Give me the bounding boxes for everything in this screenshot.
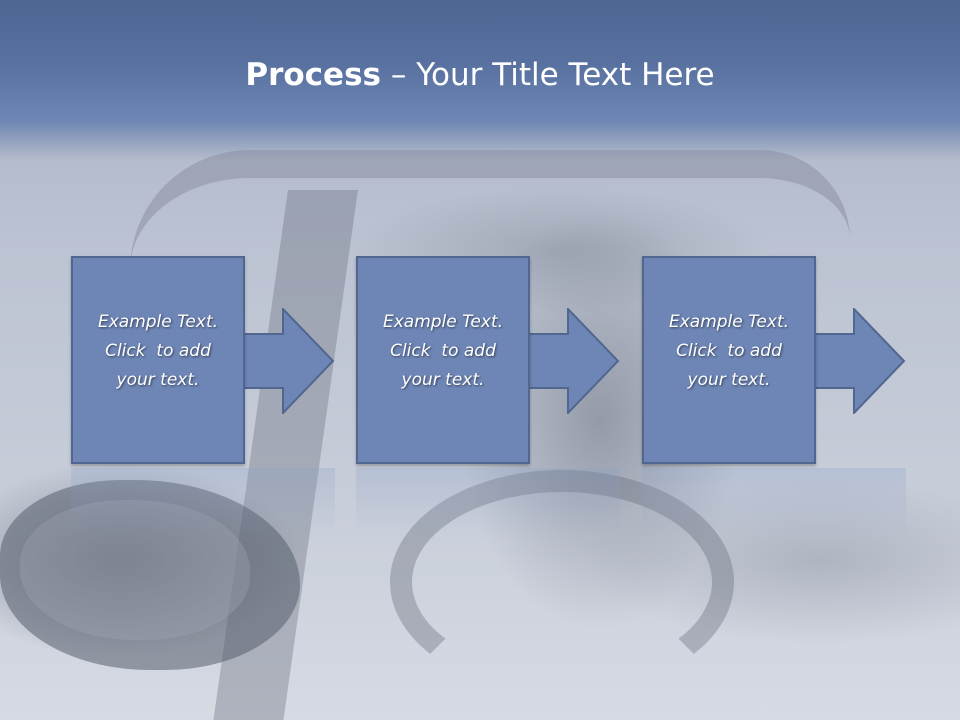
step-reflection	[642, 468, 906, 538]
step-box[interactable]	[642, 256, 816, 464]
title-bold-part: Process	[245, 57, 381, 93]
step-text-line: Click to add	[390, 341, 496, 361]
step-text-line: your text.	[401, 370, 485, 390]
background-mirror	[0, 480, 300, 670]
title-dash: –	[381, 57, 417, 93]
step-text-line: Click to add	[676, 341, 782, 361]
process-step-2[interactable]: Example Text. Click to add your text.	[356, 256, 620, 538]
step-text-line: Click to add	[105, 341, 211, 361]
background-mirror-glass	[20, 500, 250, 640]
step-text-line: Example Text.	[668, 312, 790, 332]
right-arrow-icon	[528, 308, 620, 414]
step-box[interactable]	[356, 256, 530, 464]
step-text-line: Example Text.	[97, 312, 219, 332]
step-text[interactable]: Example Text. Click to add your text.	[642, 308, 816, 395]
step-text[interactable]: Example Text. Click to add your text.	[71, 308, 245, 395]
step-reflection	[71, 468, 335, 538]
right-arrow-icon	[814, 308, 906, 414]
step-reflection	[356, 468, 620, 538]
slide-title[interactable]: Process – Your Title Text Here	[0, 54, 960, 96]
title-band	[0, 0, 960, 160]
step-text-line: your text.	[116, 370, 200, 390]
process-step-3[interactable]: Example Text. Click to add your text.	[642, 256, 906, 538]
step-text-line: Example Text.	[382, 312, 504, 332]
step-box[interactable]	[71, 256, 245, 464]
step-text[interactable]: Example Text. Click to add your text.	[356, 308, 530, 395]
step-text-line: your text.	[687, 370, 771, 390]
process-step-1[interactable]: Example Text. Click to add your text.	[71, 256, 335, 538]
right-arrow-icon	[243, 308, 335, 414]
title-rest: Your Title Text Here	[416, 57, 715, 93]
